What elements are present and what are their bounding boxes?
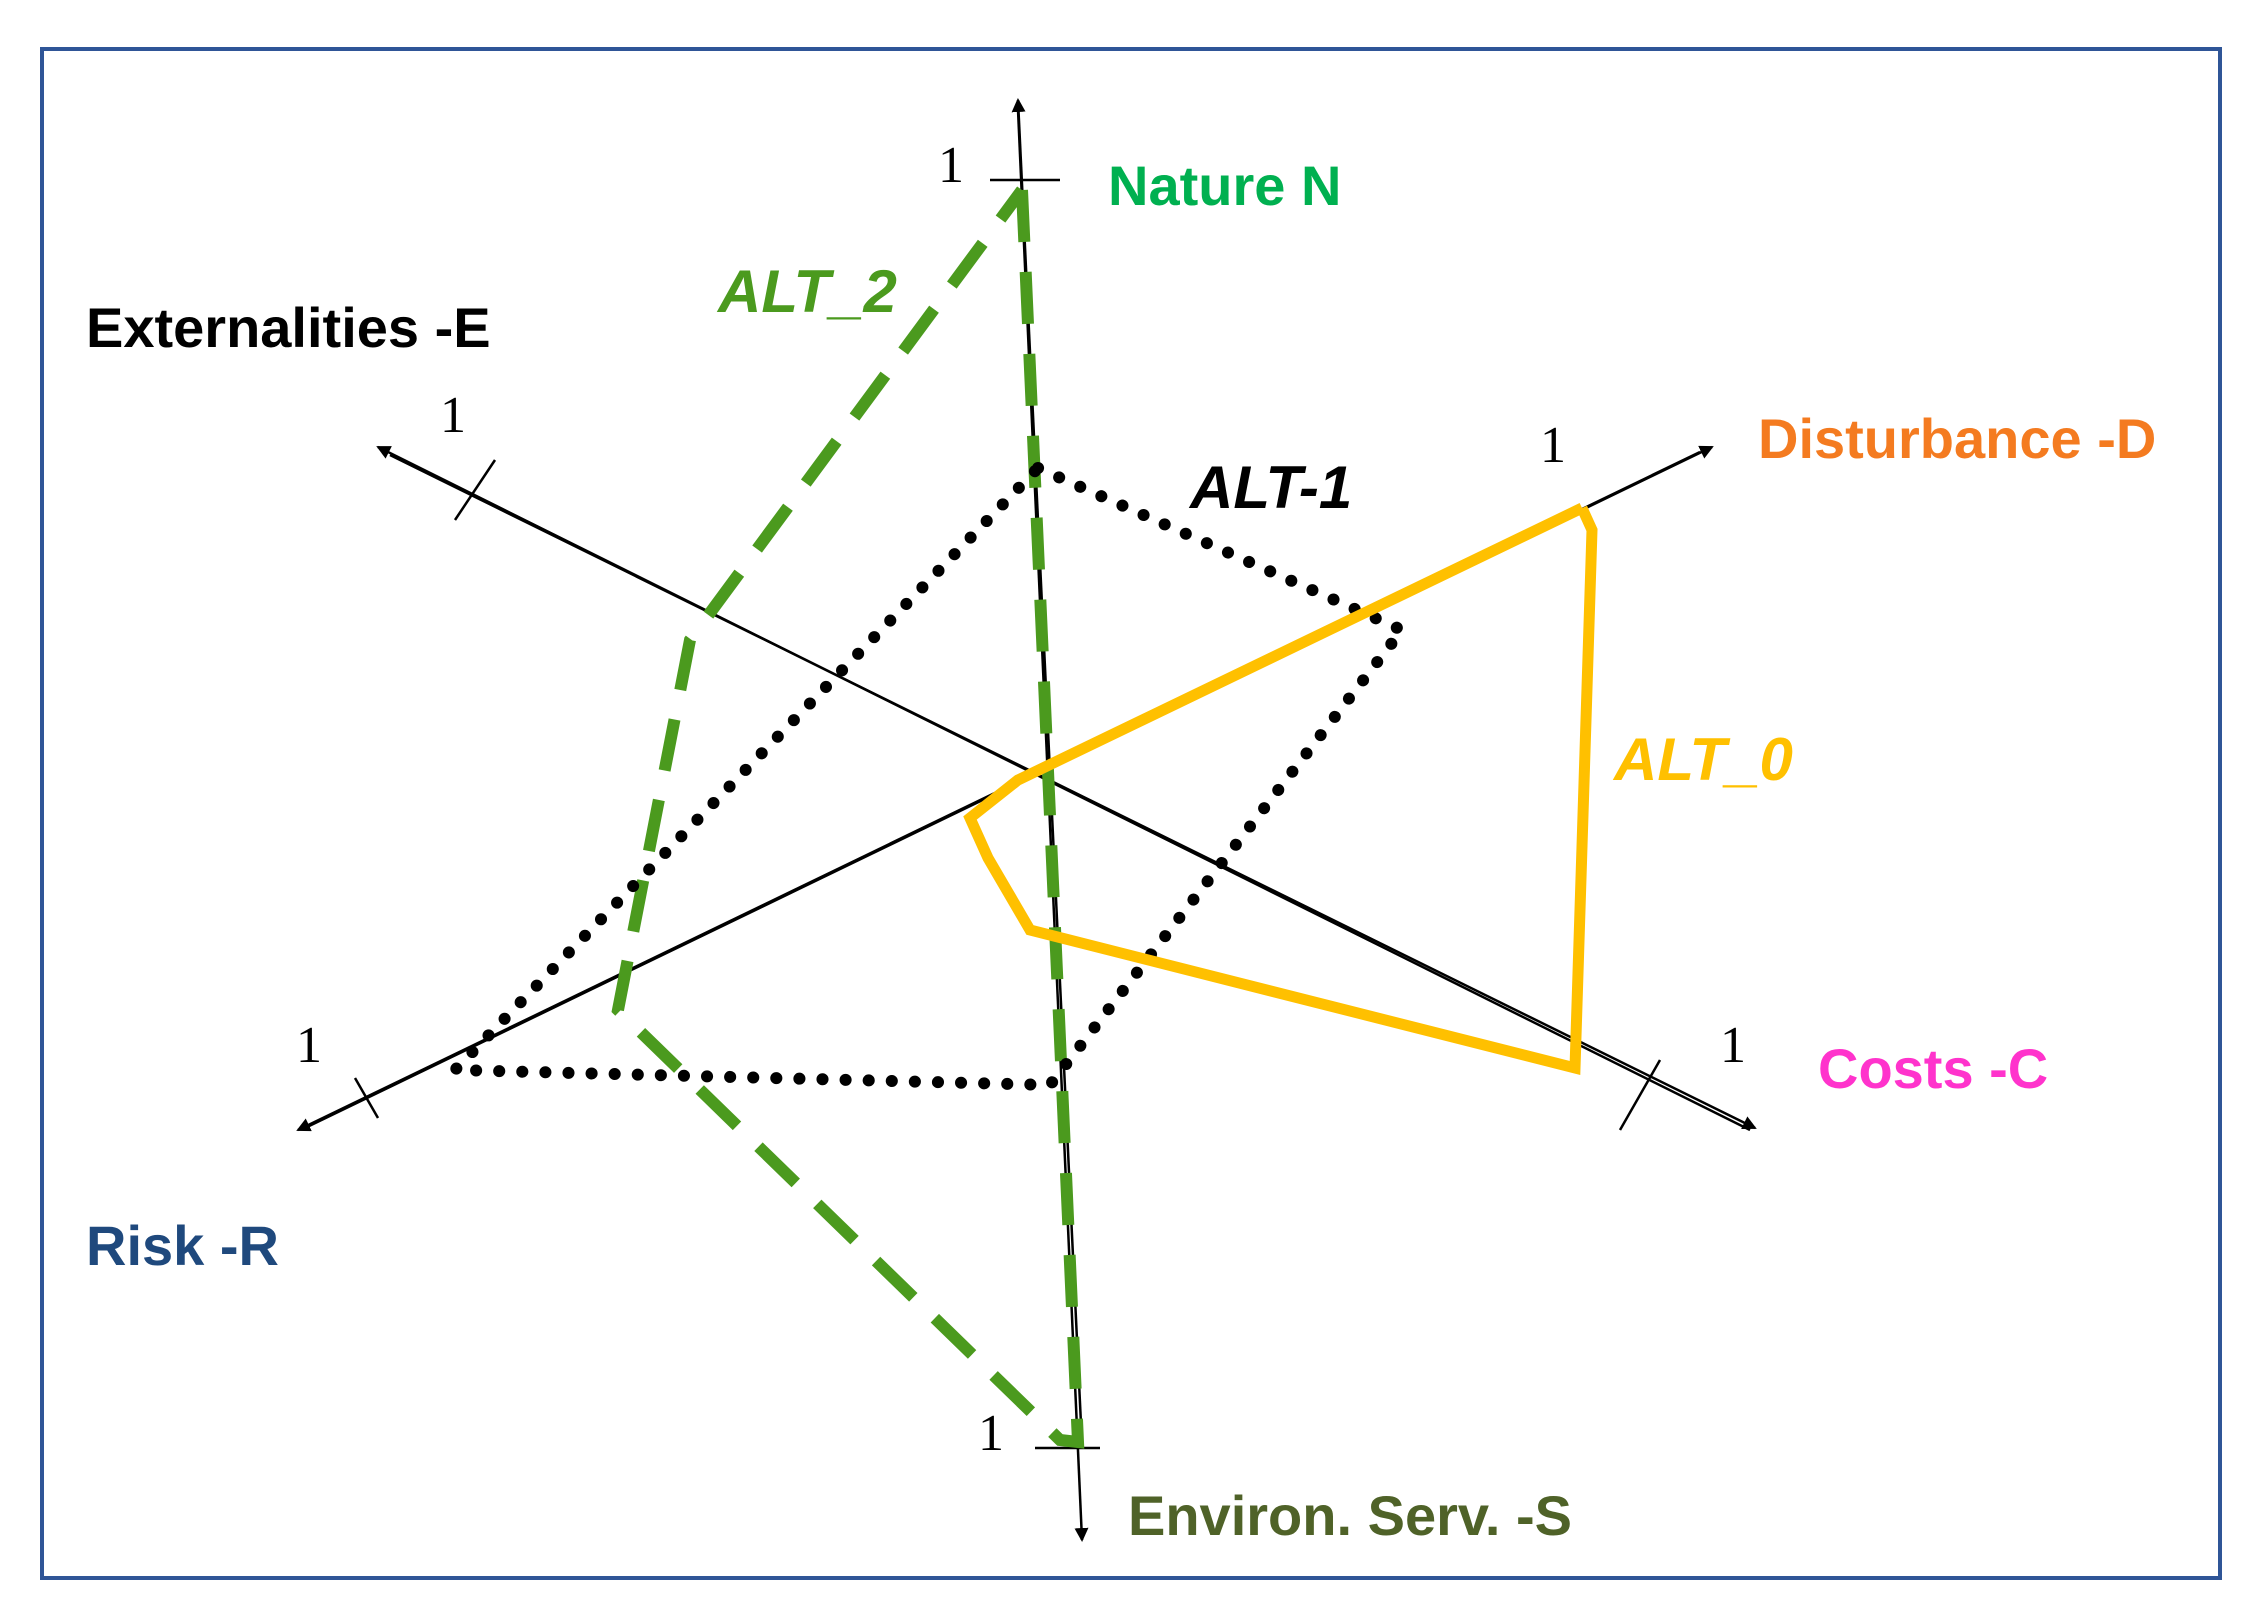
axis-names: Nature N Externalities -E Disturbance -D…: [86, 154, 2156, 1547]
alt-0-polyline: [963, 503, 1598, 1076]
unit-labels: 1 1 1 1 1 1: [296, 137, 1746, 1462]
axis-costs-line: [389, 453, 1757, 1130]
alt-0-label: ALT_0: [1612, 726, 1793, 793]
alt-1-polyline: [449, 462, 1408, 1091]
axis-name-risk: Risk -R: [86, 1214, 279, 1277]
ticks-group: [353, 178, 1662, 1450]
axis-name-disturbance: Disturbance -D: [1758, 407, 2156, 470]
unit-label-nature: 1: [938, 137, 964, 194]
alternative-labels: ALT_2 ALT-1 ALT_0: [716, 258, 1793, 793]
axis-name-nature: Nature N: [1108, 154, 1341, 217]
unit-label-externalities: 1: [440, 387, 466, 444]
tick-costs: [1618, 1059, 1662, 1131]
tick-externalities: [453, 459, 497, 521]
diagram-frame: [40, 47, 2222, 1580]
unit-label-environ-serv: 1: [978, 1405, 1004, 1462]
alt-2-label: ALT_2: [716, 258, 897, 325]
alternatives-group: [449, 186, 1598, 1449]
axis-name-costs: Costs -C: [1818, 1037, 2048, 1100]
unit-label-disturbance: 1: [1540, 417, 1566, 474]
unit-label-costs: 1: [1720, 1017, 1746, 1074]
alt-2-polyline: [611, 186, 1085, 1449]
axis-name-environ-serv: Environ. Serv. -S: [1128, 1484, 1572, 1547]
axis-environ-serv-line: [1016, 109, 1089, 1542]
alt-1-label: ALT-1: [1188, 454, 1352, 521]
tick-risk: [353, 1077, 380, 1119]
axis-name-externalities: Externalities -E: [86, 296, 491, 359]
unit-label-risk: 1: [296, 1017, 322, 1074]
